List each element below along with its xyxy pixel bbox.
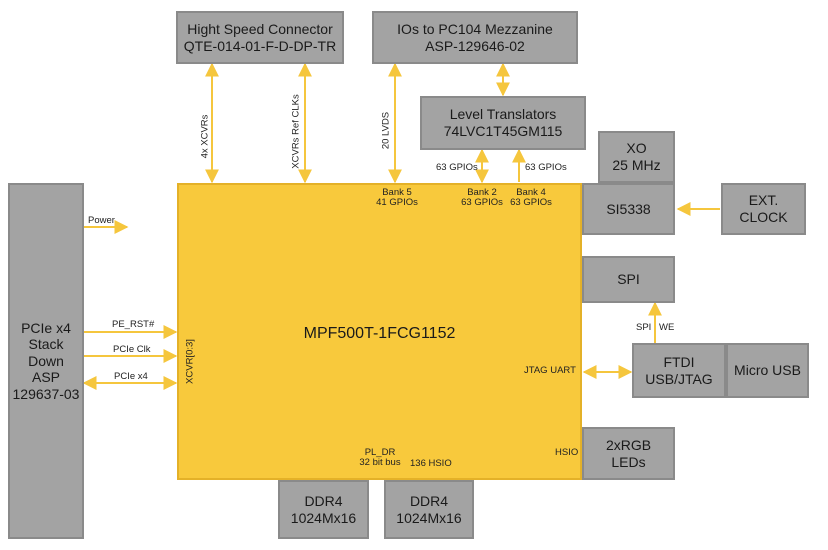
label-pe-rst: PE_RST# [112,319,155,330]
micro-usb-box: Micro USB [726,343,809,398]
si5338-label: SI5338 [606,200,651,217]
rgb-line2: LEDs [611,453,646,470]
ddr4-box-b: DDR4 1024Mx16 [384,480,474,539]
ddr-a-line1: DDR4 [304,492,343,509]
ext-clock-line1: EXT. [748,192,779,209]
pl-dr-line2: 32 bit bus [359,457,401,469]
ftdi-line1: FTDI [663,353,695,370]
fpga-label: MPF500T-1FCG1152 [303,325,456,342]
ddr-b-line2: 1024Mx16 [396,509,462,526]
level-translators-box: Level Translators 74LVC1T45GM115 [420,96,586,150]
rgb-line1: 2xRGB [605,436,652,453]
pc104-line2: ASP-129646-02 [425,37,525,54]
rgb-leds-box: 2xRGB LEDs [582,427,675,480]
micro-usb-label: Micro USB [734,362,801,379]
bank2-line2: 63 GPIOs [461,197,503,209]
label-jtag-uart: JTAG UART [524,365,576,376]
high-speed-connector-box: Hight Speed Connector QTE-014-01-F-D-DP-… [176,11,344,64]
label-63-gpios-b: 63 GPIOs [525,162,567,173]
bank4-line2: 63 GPIOs [510,197,552,209]
spi-label: SPI [617,271,640,288]
si5338-box: SI5338 [582,183,675,235]
level-line2: 74LVC1T45GM115 [443,123,563,139]
label-bank5: Bank 5 41 GPIOs [372,187,422,209]
bank2-line1: Bank 2 [467,187,497,198]
level-line1: Level Translators [449,106,557,123]
ext-clock-line2: CLOCK [739,209,788,225]
bank5-line2: 41 GPIOs [376,197,418,209]
pcie-line1: PCIe x4 [21,319,71,336]
ddr-a-line2: 1024Mx16 [290,509,357,526]
label-we: WE [659,322,675,333]
ftdi-line2: USB/JTAG [645,370,713,387]
label-63-gpios-a: 63 GPIOs [436,162,478,173]
label-4x-xcvrs: 4x XCVRs [199,114,211,159]
label-xcvrs-ref-clks: XCVRs Ref CLKs [290,94,302,169]
label-pl-dr: PL_DR 32 bit bus [352,447,408,469]
spi-box: SPI [582,256,675,303]
ftdi-box: FTDI USB/JTAG [632,343,726,398]
bank5-line1: Bank 5 [382,187,412,198]
hsc-line2: QTE-014-01-F-D-DP-TR [183,37,337,54]
hsc-line1: Hight Speed Connector [187,20,333,37]
pcie-stack-down-box: PCIe x4 Stack Down ASP 129637-03 [8,183,84,539]
label-20-lvds: 20 LVDS [380,111,392,150]
fpga-box: MPF500T-1FCG1152 [177,183,582,480]
label-spi: SPI [636,322,652,333]
bank4-line1: Bank 4 [516,187,546,198]
label-pcie-x4: PCIe x4 [114,371,148,382]
xo-line2: 25 MHz [612,157,661,173]
ddr-b-line1: DDR4 [409,492,449,509]
label-power: Power [88,215,115,226]
pcie-line2: Stack Down [28,336,64,369]
xo-box: XO 25 MHz [598,131,675,183]
label-136-hsio: 136 HSIO [410,458,452,469]
label-bank4: Bank 4 63 GPIOs [504,187,558,209]
xo-line1: XO [626,140,647,157]
label-bank2: Bank 2 63 GPIOs [455,187,509,209]
label-xcvr-0-3: XCVR[0:3] [184,339,196,384]
pc104-line1: IOs to PC104 Mezzanine [397,20,553,37]
ext-clock-box: EXT. CLOCK [721,183,806,235]
ddr4-box-a: DDR4 1024Mx16 [278,480,369,539]
pcie-line3: ASP [31,369,60,386]
pc104-mezzanine-box: IOs to PC104 Mezzanine ASP-129646-02 [372,11,578,64]
label-hsio: HSIO [555,447,579,458]
pcie-line4: 129637-03 [12,385,80,402]
pl-dr-line1: PL_DR [364,447,396,458]
label-pcie-clk: PCIe Clk [113,344,151,355]
